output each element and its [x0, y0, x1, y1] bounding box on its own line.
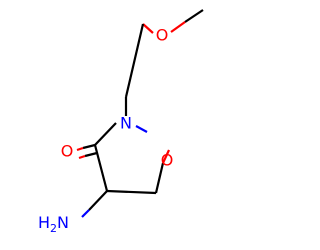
bond-ether-c: [124, 23, 145, 98]
bond-carbonyl-3: [84, 151, 98, 158]
bond-carbonyl-1: [82, 143, 96, 150]
bond-methyl-c: [184, 9, 204, 23]
bond-c5-o: [154, 162, 165, 194]
bond-c4-amine: [88, 190, 108, 211]
bond-c4-amine-blue: [81, 209, 90, 218]
ether-oxygen-label: O: [156, 26, 169, 45]
bond-n-c3: [94, 122, 117, 146]
carbonyl-oxygen-label: O: [61, 142, 74, 161]
amine-label: H2N: [38, 213, 69, 235]
amine-n: N: [57, 213, 69, 232]
ring-nitrogen-label: N: [120, 114, 132, 133]
bond-methyl-o: [170, 21, 186, 33]
bond-o-n-red: [162, 149, 170, 164]
bond-ether-o-c: [142, 23, 154, 34]
bond-c3-c4: [93, 144, 109, 192]
amine-h: H: [38, 213, 50, 232]
bond-carbonyl-2: [76, 146, 84, 152]
bond-carbonyl-4: [78, 154, 86, 160]
molecule-structure: O N O O H2N: [38, 9, 204, 235]
bond-c4-c5: [106, 189, 157, 195]
bond-o-n-blue: [135, 125, 148, 133]
ring-oxygen-label: O: [161, 151, 174, 170]
amine-subscript: 2: [50, 222, 57, 235]
